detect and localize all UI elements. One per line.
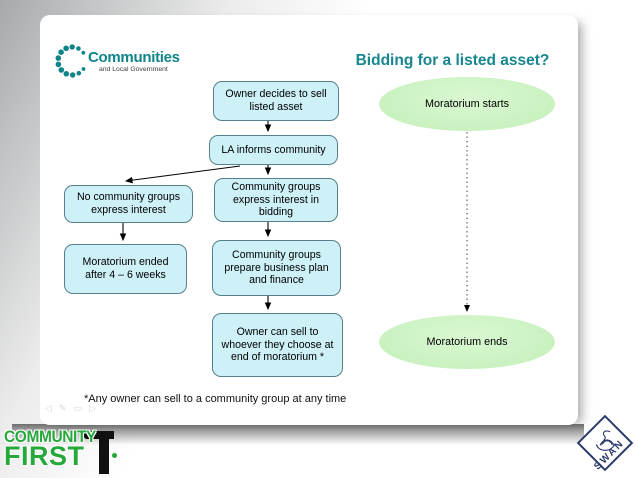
door-icon xyxy=(99,431,109,474)
door-knob-icon xyxy=(112,453,117,458)
flow-box-groups-express: Community groups express interest in bid… xyxy=(214,178,338,222)
slide-title: Bidding for a listed asset? xyxy=(355,52,550,69)
communities-logo-subtitle: and Local Government xyxy=(99,66,168,73)
slides-menu-icon[interactable]: ▭ xyxy=(73,403,82,413)
door-lintel-icon xyxy=(76,431,114,439)
community-first-line1: COMMUNITY xyxy=(4,428,96,447)
flow-box-owner-can-sell: Owner can sell to whoever they choose at… xyxy=(212,313,343,377)
slide: Communities and Local Government Bidding… xyxy=(40,15,578,425)
nav-forward-icon[interactable]: ▷ xyxy=(88,403,96,413)
flow-box-la-informs: LA informs community xyxy=(209,135,338,165)
presenter-toolbar: ◁ ✎ ▭ ▷ xyxy=(45,403,96,414)
ellipse-moratorium-starts: Moratorium starts xyxy=(379,77,555,131)
ellipse-moratorium-ends: Moratorium ends xyxy=(379,315,555,369)
community-first-line2: FIRST xyxy=(4,441,85,471)
nav-back-icon[interactable]: ◁ xyxy=(45,403,52,413)
flow-box-no-groups: No community groups express interest xyxy=(64,185,193,223)
flow-box-moratorium-ended: Moratorium ended after 4 – 6 weeks xyxy=(64,244,187,294)
footnote: *Any owner can sell to a community group… xyxy=(84,393,347,405)
slide-drop-shadow xyxy=(12,424,584,445)
flow-box-owner-decides: Owner decides to sell listed asset xyxy=(213,81,339,121)
swan-icon xyxy=(596,430,615,451)
pen-icon[interactable]: ✎ xyxy=(58,403,67,413)
swan-logo: SWAN xyxy=(570,406,638,478)
communities-logo-title: Communities xyxy=(88,49,180,66)
flow-box-groups-prepare: Community groups prepare business plan a… xyxy=(212,240,341,296)
community-first-logo: COMMUNITY FIRST xyxy=(2,428,142,478)
communities-logo: Communities and Local Government xyxy=(52,37,222,89)
dotted-c-icon xyxy=(55,44,86,78)
